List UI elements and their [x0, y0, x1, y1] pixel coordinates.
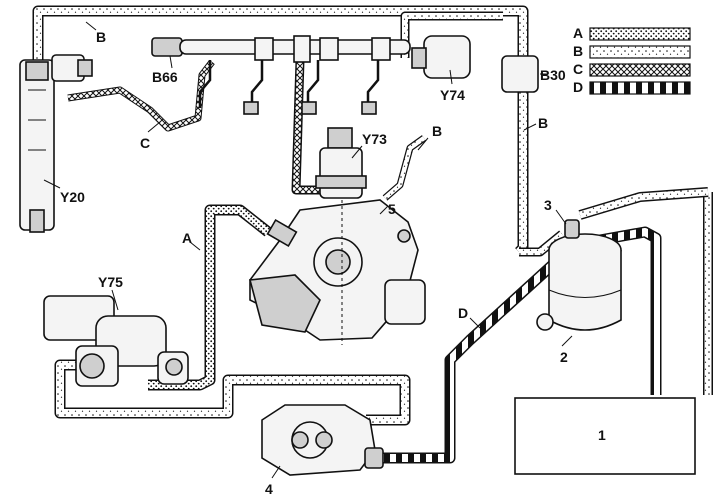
- filter-port-3: [564, 219, 580, 239]
- legend-key-d: D: [573, 79, 583, 95]
- label-b-mid: B: [432, 123, 442, 139]
- legend-key-a: A: [573, 25, 583, 41]
- pressure-line-c: [67, 59, 330, 195]
- legend-swatch-d: [589, 81, 691, 95]
- label-3: 3: [544, 197, 552, 213]
- sensor-b30: [501, 55, 539, 93]
- label-b-top: B: [96, 29, 106, 45]
- label-4: 4: [265, 481, 273, 497]
- label-y73: Y73: [362, 131, 387, 147]
- legend-key-c: C: [573, 61, 583, 77]
- pressure-regulator-y74: [411, 35, 471, 79]
- label-b66: B66: [152, 69, 178, 85]
- legend-key-b: B: [573, 43, 583, 59]
- fuel-tank-1: [514, 397, 696, 475]
- legend-item-d: D: [573, 79, 691, 95]
- fuel-filter-2: [536, 219, 622, 331]
- legend-swatch-c: [589, 63, 691, 77]
- label-a: A: [182, 230, 192, 246]
- label-y20: Y20: [60, 189, 85, 205]
- legend-item-b: B: [573, 43, 691, 59]
- leader-lines: [43, 21, 573, 479]
- label-5: 5: [388, 201, 396, 217]
- legend-item-c: C: [573, 61, 691, 77]
- legend-item-a: A: [573, 25, 691, 41]
- label-b30: B30: [540, 67, 566, 83]
- label-y74: Y74: [440, 87, 465, 103]
- label-b-right: B: [538, 115, 548, 131]
- fuel-rail: [151, 35, 411, 115]
- injector-y20: [19, 54, 93, 233]
- legend: A B C D: [573, 25, 691, 95]
- rail-pressure-sensor-b66: [151, 37, 183, 57]
- label-y75: Y75: [98, 274, 123, 290]
- high-pressure-pump-5: [248, 199, 426, 345]
- legend-swatch-a: [589, 27, 691, 41]
- label-2: 2: [560, 349, 568, 365]
- valve-y75: [43, 295, 189, 387]
- label-d: D: [458, 305, 468, 321]
- label-1: 1: [598, 427, 606, 443]
- feed-line-a: [148, 204, 272, 391]
- label-c: C: [140, 135, 150, 151]
- legend-swatch-b: [589, 45, 691, 59]
- return-line-b: [32, 5, 713, 426]
- valve-y73: [315, 127, 367, 199]
- supply-pump-4: [261, 404, 384, 476]
